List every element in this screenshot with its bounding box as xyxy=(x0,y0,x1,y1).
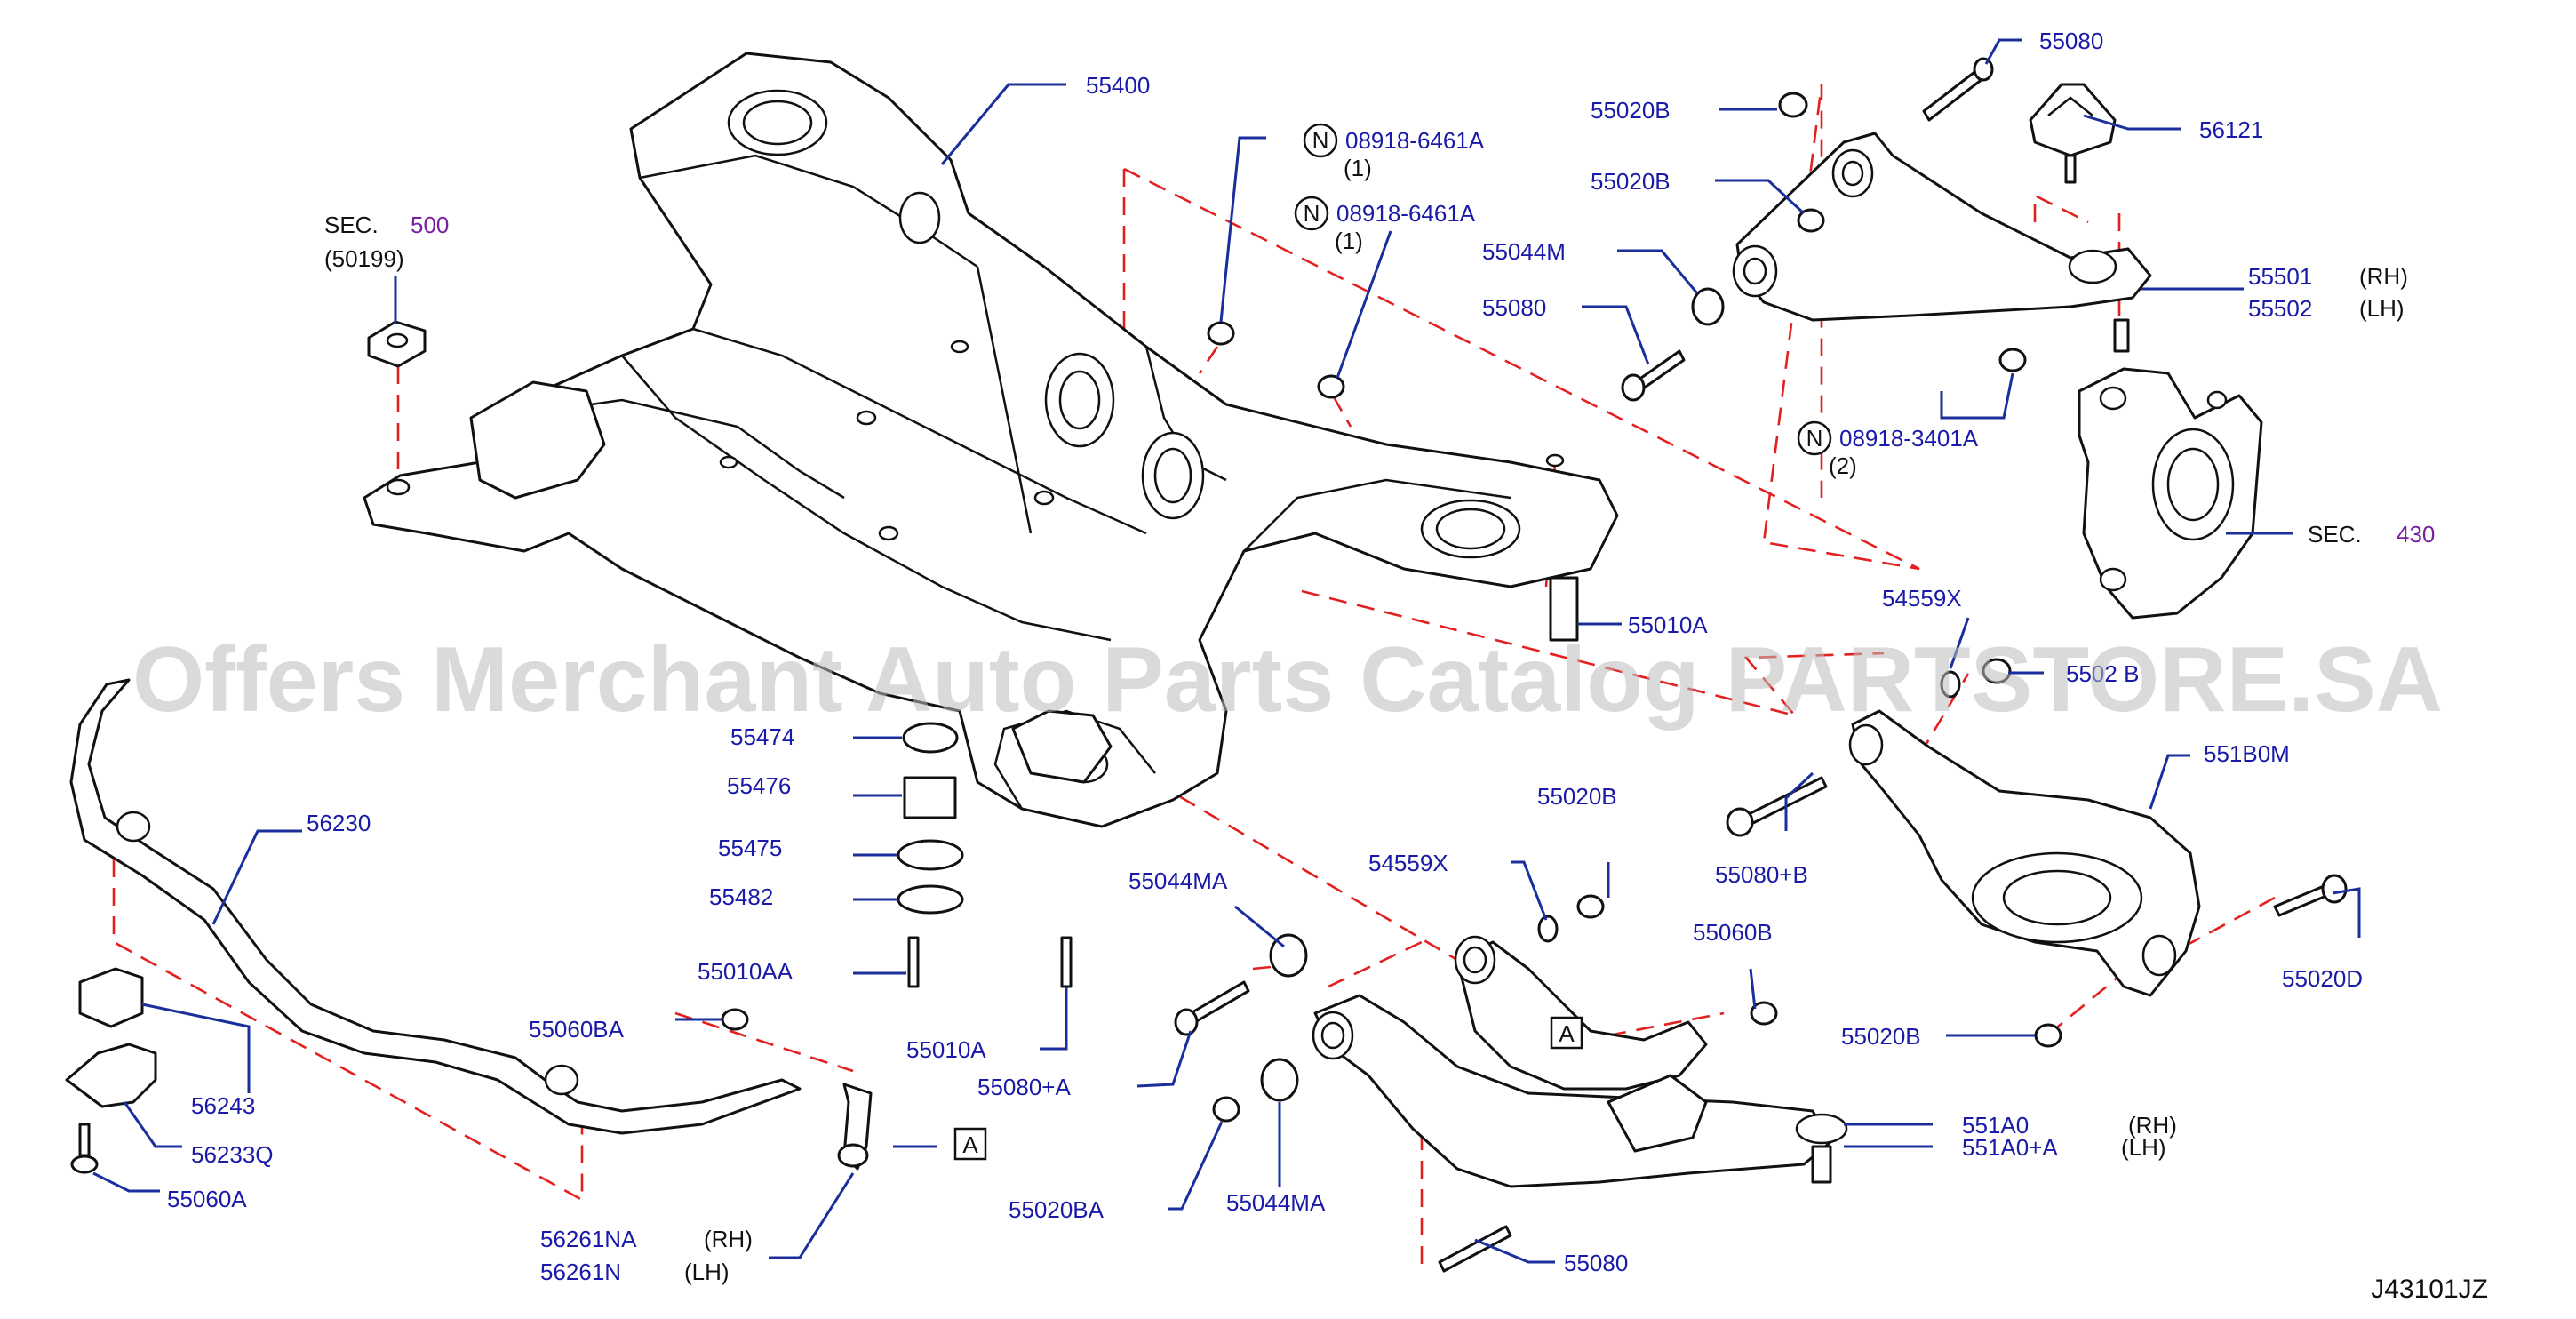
label-551B0M: 551B0M xyxy=(2204,740,2290,767)
label-n-part-2: 08918-6461A xyxy=(1336,200,1476,227)
label-n-qty-3: (2) xyxy=(1829,452,1857,479)
label-551A0A-lh: (LH) xyxy=(2121,1134,2166,1161)
label-55044MA-2: 55044MA xyxy=(1226,1189,1326,1216)
label-5502B: 5502 B xyxy=(2066,660,2139,687)
label-55020B-4: 55020B xyxy=(1537,783,1617,810)
sec-500-prefix: SEC. xyxy=(324,212,379,238)
sec-500-number: 500 xyxy=(411,212,449,238)
sec-430-number: 430 xyxy=(2397,521,2435,548)
label-55060BA: 55060BA xyxy=(529,1016,625,1043)
label-551A0: 551A0 xyxy=(1962,1112,2029,1139)
label-55044M: 55044M xyxy=(1482,238,1566,265)
label-55060A: 55060A xyxy=(167,1186,247,1212)
label-55010A-center: 55010A xyxy=(906,1036,986,1063)
label-55010A-right: 55010A xyxy=(1628,612,1708,638)
ref-mark-a-1: A xyxy=(962,1131,978,1158)
label-55080-mid: 55080 xyxy=(1482,294,1546,321)
n-symbol-3: N xyxy=(1806,425,1823,452)
label-56243: 56243 xyxy=(191,1092,255,1119)
label-56233Q: 56233Q xyxy=(191,1141,274,1168)
sec-430-prefix: SEC. xyxy=(2308,521,2362,548)
part-labels: 55400 SEC. 500 (50199) 08918-6461A (1) 0… xyxy=(167,28,2488,1304)
label-55010AA: 55010AA xyxy=(698,958,794,985)
label-55080-bottom: 55080 xyxy=(1564,1250,1628,1276)
lower-arm-551A0 xyxy=(1312,935,1848,1188)
label-551A0A: 551A0+A xyxy=(1962,1134,2058,1161)
label-55501: 55501 xyxy=(2248,263,2312,290)
label-56261NA: 56261NA xyxy=(540,1226,637,1252)
label-55020B-3: 55020B xyxy=(1841,1023,1921,1050)
label-55020BA: 55020BA xyxy=(1009,1196,1105,1223)
label-55080B: 55080+B xyxy=(1715,861,1808,888)
label-55044MA-1: 55044MA xyxy=(1128,867,1228,894)
diagram-code: J43101JZ xyxy=(2371,1275,2488,1304)
label-54559X-top: 54559X xyxy=(1882,585,1962,612)
label-55482: 55482 xyxy=(709,883,773,910)
label-55060B: 55060B xyxy=(1693,919,1773,946)
label-56261NA-rh: (RH) xyxy=(704,1226,753,1252)
label-55020B-1: 55020B xyxy=(1591,97,1671,124)
watermark-text: Offers Merchant Auto Parts Catalog PARTS… xyxy=(132,628,2443,731)
label-55400: 55400 xyxy=(1086,72,1150,99)
label-55020B-2: 55020B xyxy=(1591,168,1671,195)
sec-500-sub: (50199) xyxy=(324,245,404,272)
label-55080A: 55080+A xyxy=(977,1074,1071,1100)
label-55080-top: 55080 xyxy=(2039,28,2103,54)
label-55502: 55502 xyxy=(2248,295,2312,322)
upper-link-55501 xyxy=(1732,132,2152,353)
label-55476: 55476 xyxy=(727,772,791,799)
knuckle-sec-430 xyxy=(2078,367,2263,620)
label-55020D: 55020D xyxy=(2282,965,2363,992)
label-56121: 56121 xyxy=(2199,116,2263,143)
label-55474: 55474 xyxy=(730,723,794,750)
front-subframe xyxy=(363,52,1619,828)
stabilizer-bar-56230 xyxy=(69,678,802,1135)
n-marks: N N N xyxy=(1294,123,1832,456)
hardware xyxy=(65,57,2348,1273)
label-55502-lh: (LH) xyxy=(2359,295,2405,322)
label-56261N-lh: (LH) xyxy=(684,1259,730,1285)
ball-joint-boot-56121 xyxy=(2029,83,2117,184)
label-551A0-rh: (RH) xyxy=(2128,1112,2177,1139)
leader-lines xyxy=(92,38,2361,1264)
label-55501-rh: (RH) xyxy=(2359,263,2408,290)
label-n-part-1: 08918-6461A xyxy=(1345,127,1485,154)
label-55475: 55475 xyxy=(718,835,782,861)
lower-arm-551B0M xyxy=(1848,709,2201,997)
sec-500-insulator xyxy=(367,320,427,368)
label-n-qty-1: (1) xyxy=(1344,155,1372,181)
n-symbol-1: N xyxy=(1312,127,1329,154)
ref-mark-a-2: A xyxy=(1559,1020,1575,1047)
label-54559X-bottom: 54559X xyxy=(1368,850,1448,876)
label-56261N: 56261N xyxy=(540,1259,621,1285)
label-n-part-3: 08918-3401A xyxy=(1839,425,1979,452)
reference-marks: A A xyxy=(953,1016,1583,1161)
label-56230: 56230 xyxy=(307,810,371,836)
n-symbol-2: N xyxy=(1304,200,1320,227)
label-n-qty-2: (1) xyxy=(1335,228,1363,254)
